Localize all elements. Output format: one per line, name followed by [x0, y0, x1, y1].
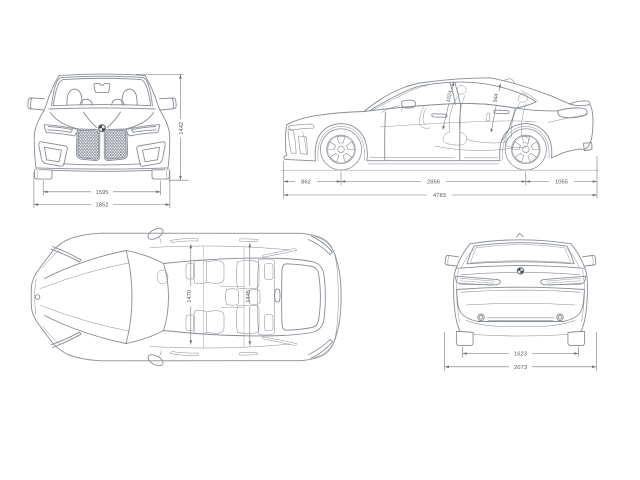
svg-text:1442: 1442 — [179, 122, 185, 135]
svg-text:944: 944 — [493, 93, 501, 103]
svg-text:862: 862 — [301, 180, 311, 186]
svg-text:1470: 1470 — [187, 290, 193, 303]
svg-text:2856: 2856 — [427, 180, 440, 186]
svg-text:1065: 1065 — [555, 180, 568, 186]
svg-text:1595: 1595 — [96, 190, 109, 196]
svg-text:4783: 4783 — [433, 193, 446, 199]
svg-text:1623: 1623 — [514, 352, 527, 358]
svg-text:1024: 1024 — [446, 90, 455, 103]
svg-text:2073: 2073 — [514, 365, 527, 371]
svg-text:1445: 1445 — [246, 290, 252, 303]
svg-text:1852: 1852 — [96, 203, 109, 209]
